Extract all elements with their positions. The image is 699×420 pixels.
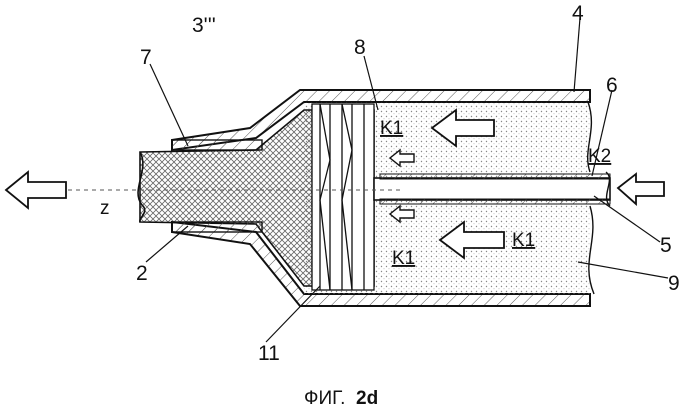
caption-number: 2d (356, 388, 378, 409)
numeral-11: 11 (258, 342, 280, 365)
numeral-6: 6 (606, 74, 618, 97)
inner-tube-6 (374, 178, 610, 200)
numeral-5: 5 (660, 234, 672, 257)
numeral-8: 8 (354, 36, 366, 59)
inner-tube-6-wall-top (380, 174, 610, 179)
region-k1-bottom-left: K1 (392, 248, 415, 269)
numeral-7: 7 (140, 46, 152, 69)
numeral-2: 2 (136, 262, 148, 285)
numeral-4: 4 (572, 2, 584, 25)
region-k2: K2 (588, 146, 611, 167)
sleeve-7-bottom (172, 222, 262, 232)
numeral-9: 9 (668, 272, 680, 295)
axis-label: z (100, 198, 110, 219)
region-k1-top: K1 (380, 118, 403, 139)
flow-arrow-k2-in (618, 174, 664, 204)
flow-arrow-out (6, 172, 66, 208)
caption-prefix: ФИГ. (304, 388, 345, 409)
inner-tube-6-wall-bottom (380, 199, 610, 204)
label-view: 3''' (192, 14, 216, 37)
region-k1-bottom-right: K1 (512, 230, 535, 251)
disc-stack-11 (312, 104, 374, 290)
